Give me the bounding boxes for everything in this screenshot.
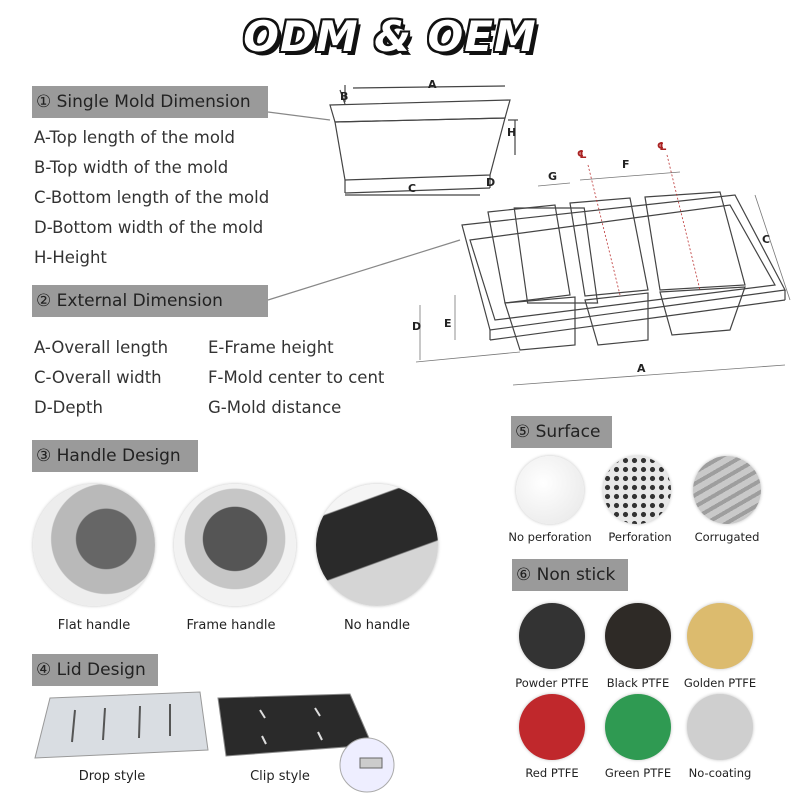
nonstick-label: Green PTFE [604, 766, 672, 780]
tray-label-g: G [548, 170, 557, 183]
corrugated-swatch[interactable] [693, 456, 761, 524]
nonstick-label: Powder PTFE [515, 676, 589, 690]
drop-lid-slots [71, 704, 171, 743]
dim-label-b: B [340, 90, 348, 103]
perforation-swatch[interactable] [603, 456, 671, 524]
single-item: A-Top length of the mold [34, 128, 235, 147]
tray-label-e: E [444, 317, 452, 330]
dimension-diagram: A B C D H A C D E F G ℄ ℄ [267, 78, 791, 386]
single-item: H-Height [34, 248, 107, 267]
surface-label: Corrugated [694, 530, 760, 544]
lid-label: Clip style [250, 769, 310, 784]
frame-handle-image[interactable] [174, 484, 296, 606]
centerline-label: ℄ [657, 140, 667, 153]
external-item: A-Overall length [34, 338, 169, 357]
external-item: G-Mold distance [208, 398, 342, 417]
page-title: ODM & OEM [243, 12, 537, 61]
external-item: C-Overall width [34, 368, 162, 387]
single-item: B-Top width of the mold [34, 158, 229, 177]
no-perforation-swatch[interactable] [516, 456, 584, 524]
single-item: C-Bottom length of the mold [34, 188, 270, 207]
dim-label-d: D [486, 176, 495, 189]
handle-label: No handle [343, 618, 411, 633]
dim-label-c: C [408, 182, 416, 195]
single-item: D-Bottom width of the mold [34, 218, 264, 237]
tray-label-c: C [762, 233, 770, 246]
external-item: D-Depth [34, 398, 103, 417]
dim-label-a: A [428, 78, 437, 91]
dim-label-h: H [507, 126, 516, 139]
nonstick-label: Black PTFE [606, 676, 670, 690]
external-item: E-Frame height [208, 338, 334, 357]
nonstick-swatch[interactable] [687, 603, 753, 669]
section-header-lid: ④ Lid Design [32, 654, 158, 686]
tray-label-d: D [412, 320, 421, 333]
lid-label: Drop style [78, 769, 146, 784]
flat-handle-image[interactable] [33, 484, 155, 606]
section-header-surface: ⑤ Surface [511, 416, 612, 448]
section-header-nonstick: ⑥ Non stick [512, 559, 628, 591]
nonstick-label: Red PTFE [525, 766, 579, 780]
nonstick-swatch[interactable] [605, 603, 671, 669]
surface-label: No perforation [508, 530, 592, 544]
section-header-external: ② External Dimension [32, 285, 268, 317]
section-header-single-mold: ① Single Mold Dimension [32, 86, 268, 118]
external-item: F-Mold center to cent [208, 368, 385, 387]
surface-label: Perforation [608, 530, 672, 544]
nonstick-swatch[interactable] [519, 694, 585, 760]
section-header-handle: ③ Handle Design [32, 440, 198, 472]
centerline-label: ℄ [577, 148, 587, 161]
lid-images [34, 691, 395, 793]
tray-label-a: A [637, 362, 646, 375]
nonstick-swatch[interactable] [605, 694, 671, 760]
drop-style-lid-image [34, 691, 209, 759]
nonstick-label: No-coating [688, 766, 752, 780]
tray-label-f: F [622, 158, 630, 171]
nonstick-label: Golden PTFE [683, 676, 757, 690]
nonstick-swatch[interactable] [687, 694, 753, 760]
handle-label: Frame handle [186, 618, 276, 633]
no-handle-image[interactable] [316, 484, 438, 606]
handle-label: Flat handle [57, 618, 131, 633]
nonstick-swatch[interactable] [519, 603, 585, 669]
